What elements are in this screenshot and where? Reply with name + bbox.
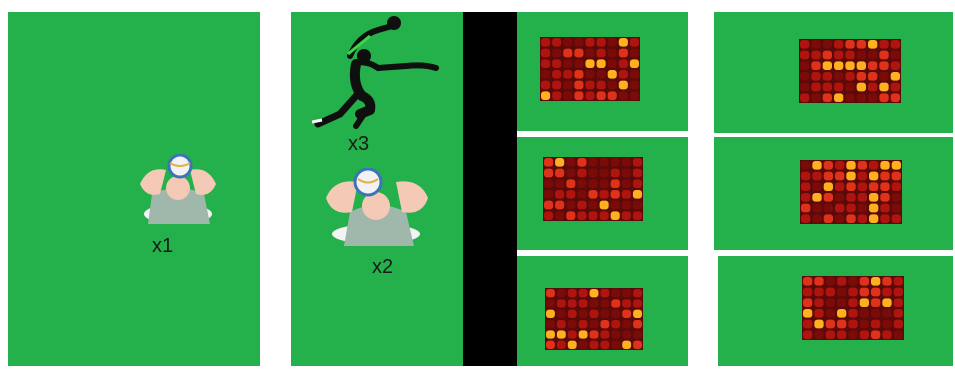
player-label-x1: x1 (152, 235, 173, 258)
volleyball-setter-icon (318, 168, 436, 246)
volleyball-setter-icon (130, 154, 226, 224)
heatmap-tile-graphic (540, 37, 640, 101)
heatmap-tile-graphic (545, 288, 643, 350)
heatmap-tile-graphic (802, 276, 904, 340)
heatmap-tile (540, 37, 640, 101)
heatmap-tile (543, 157, 643, 221)
heatmap-tile-graphic (799, 39, 901, 103)
heatmap-tile-graphic (543, 157, 643, 221)
net-bar (463, 12, 517, 366)
player-label-x2: x2 (372, 256, 393, 279)
heatmap-tile-graphic (800, 160, 902, 224)
heatmap-tile (799, 39, 901, 103)
player-label-x3: x3 (348, 133, 369, 156)
volleyball-spiker-icon (312, 14, 442, 132)
heatmap-tile (800, 160, 902, 224)
heatmap-tile (545, 288, 643, 350)
heatmap-tile (802, 276, 904, 340)
